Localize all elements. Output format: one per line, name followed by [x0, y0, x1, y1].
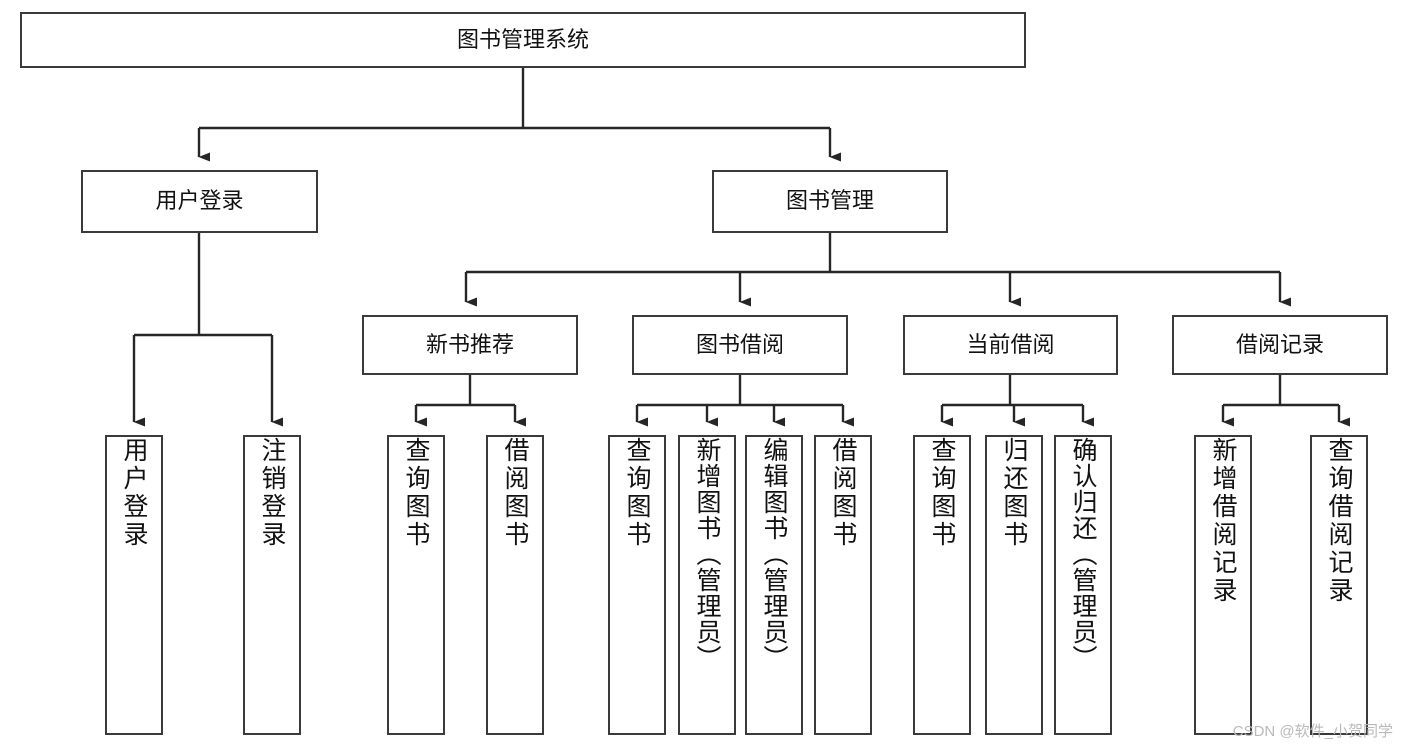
node-leaf-edit-book[interactable]: 编辑图书（管理员） [745, 435, 803, 735]
node-leaf-query-book-1[interactable]: 查询图书 [387, 435, 445, 735]
node-label: 编辑图书（管理员） [760, 437, 788, 671]
node-leaf-user-login[interactable]: 用户登录 [105, 435, 163, 735]
node-book-management[interactable]: 图书管理 [712, 170, 948, 233]
node-leaf-query-book-3[interactable]: 查询图书 [913, 435, 971, 735]
node-label: 借阅图书 [501, 437, 529, 549]
node-label: 当前借阅 [966, 331, 1055, 357]
node-label: 查询图书 [928, 437, 956, 549]
node-leaf-borrow-book-2[interactable]: 借阅图书 [814, 435, 872, 735]
node-label: 用户登录 [120, 437, 148, 549]
node-leaf-confirm-return[interactable]: 确认归还（管理员） [1054, 435, 1112, 735]
node-leaf-query-record[interactable]: 查询借阅记录 [1310, 435, 1368, 735]
node-leaf-borrow-book-1[interactable]: 借阅图书 [486, 435, 544, 735]
node-label: 图书借阅 [695, 331, 784, 357]
node-leaf-add-book[interactable]: 新增图书（管理员） [678, 435, 736, 735]
node-leaf-query-book-2[interactable]: 查询图书 [608, 435, 666, 735]
node-current-borrow[interactable]: 当前借阅 [903, 315, 1118, 375]
node-leaf-add-record[interactable]: 新增借阅记录 [1194, 435, 1252, 735]
node-label: 新增图书（管理员） [693, 437, 721, 671]
node-book-borrow[interactable]: 图书借阅 [632, 315, 848, 375]
node-label: 查询图书 [623, 437, 651, 549]
node-label: 图书管理 [785, 188, 874, 214]
node-label: 查询图书 [402, 437, 430, 549]
node-label: 借阅图书 [829, 437, 857, 549]
csdn-watermark: CSDN @软件_小贺同学 [1232, 723, 1393, 740]
node-leaf-return-book[interactable]: 归还图书 [985, 435, 1043, 735]
node-label: 归还图书 [1000, 437, 1028, 549]
node-leaf-logout[interactable]: 注销登录 [243, 435, 301, 735]
node-new-book-recommend[interactable]: 新书推荐 [362, 315, 578, 375]
node-root[interactable]: 图书管理系统 [20, 12, 1026, 68]
node-label: 查询借阅记录 [1325, 437, 1353, 605]
node-label: 新增借阅记录 [1209, 437, 1237, 605]
node-label: 用户登录 [155, 188, 244, 214]
node-user-login[interactable]: 用户登录 [81, 170, 318, 233]
node-label: 借阅记录 [1235, 331, 1324, 357]
node-label: 注销登录 [258, 437, 286, 549]
node-label: 确认归还（管理员） [1069, 437, 1097, 671]
node-borrow-record[interactable]: 借阅记录 [1172, 315, 1388, 375]
node-label: 新书推荐 [425, 331, 514, 357]
node-label: 图书管理系统 [456, 26, 589, 52]
